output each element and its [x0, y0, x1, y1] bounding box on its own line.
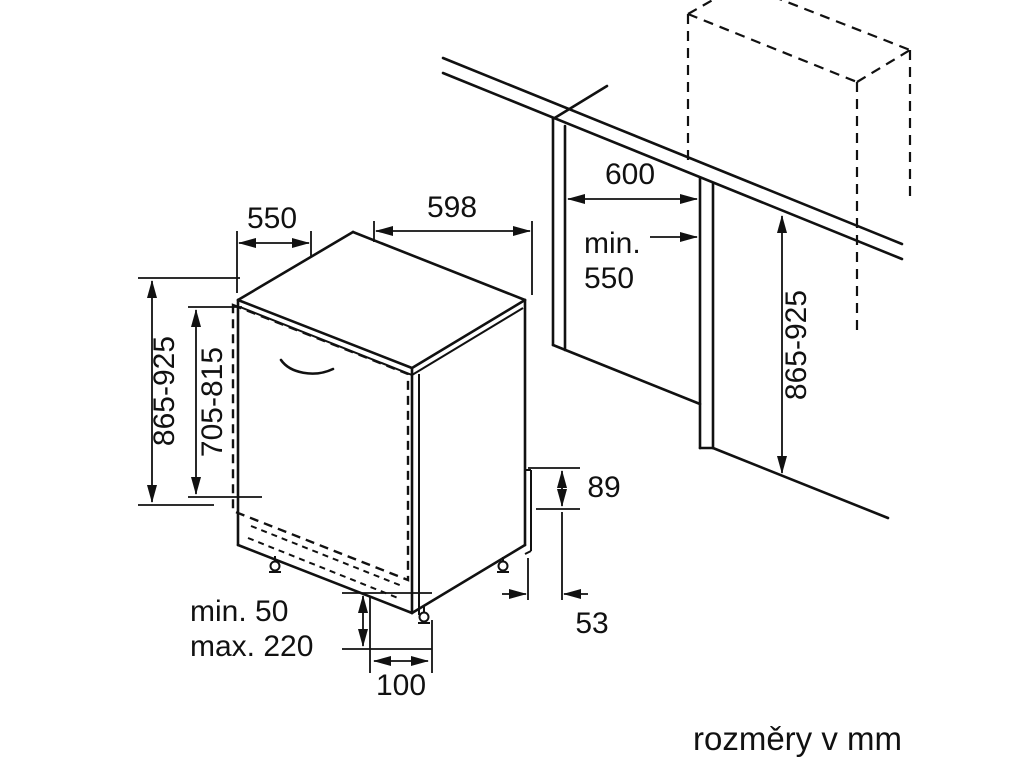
dim-niche-depth-label-2: 550 — [584, 262, 634, 295]
dim-door-height-label: 705-815 — [196, 347, 229, 457]
dim-plinth-max-label: max. 220 — [190, 630, 313, 663]
units-caption: rozměry v mm — [693, 720, 902, 757]
dim-appliance-height-label: 865-925 — [148, 336, 181, 446]
dim-base-recess: 100 — [369, 597, 433, 702]
adjustable-feet — [269, 556, 509, 624]
dim-niche-width: 600 — [567, 158, 698, 204]
worktop-lines — [441, 56, 904, 261]
dim-plinth-height: min. 50 max. 220 — [190, 592, 432, 663]
dim-base-recess-label: 100 — [376, 669, 426, 702]
dishwasher-body — [236, 230, 532, 615]
dim-appliance-width: 598 — [373, 191, 533, 295]
dim-door-height: 705-815 — [188, 306, 262, 498]
dim-niche-height-label: 865-925 — [780, 290, 813, 400]
dim-niche-depth-label-1: min. — [584, 227, 641, 260]
dim-niche-width-label: 600 — [605, 158, 655, 191]
door-handle — [279, 358, 335, 375]
cabinet-dashed-box — [686, 0, 912, 330]
dim-rear-step-depth-label: 53 — [575, 607, 608, 640]
dim-niche-height: 865-925 — [777, 215, 813, 474]
dim-rear-step-height: 89 — [528, 467, 621, 510]
dim-appliance-height: 865-925 — [138, 277, 240, 506]
dim-appliance-depth: 550 — [236, 202, 312, 293]
door-panel — [231, 303, 410, 599]
niche-opening — [551, 84, 890, 520]
dim-rear-step-depth: 53 — [502, 512, 609, 640]
dim-rear-step-height-label: 89 — [587, 471, 620, 504]
dim-plinth-min-label: min. 50 — [190, 595, 288, 628]
dim-niche-depth: min. 550 — [584, 227, 698, 295]
dim-appliance-depth-label: 550 — [247, 202, 297, 235]
dim-appliance-width-label: 598 — [427, 191, 477, 224]
